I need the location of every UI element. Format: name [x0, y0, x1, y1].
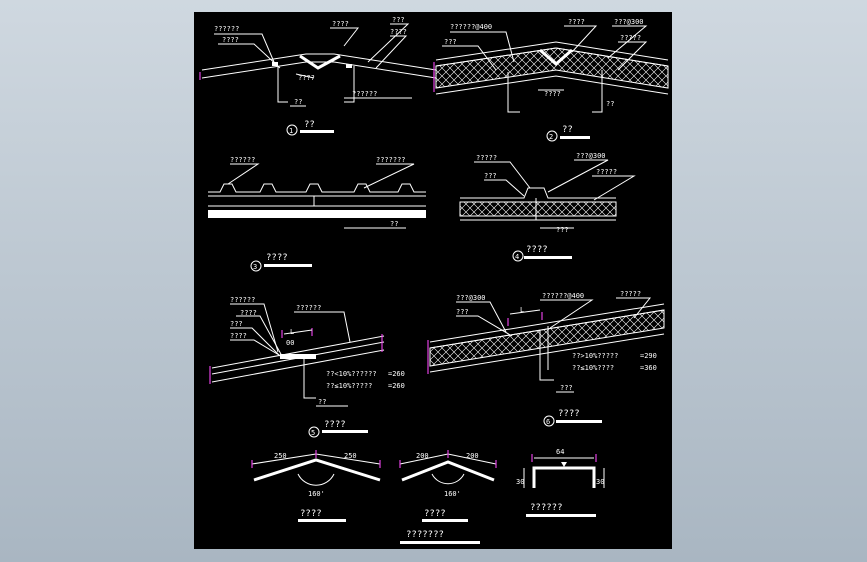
label: ????: [230, 332, 247, 340]
label: ??: [318, 398, 326, 406]
label: ??: [294, 98, 302, 106]
panel-title: ????: [266, 253, 288, 263]
label: L: [520, 306, 524, 314]
drawing-sheet: ?????? ???? ???? ??? ???? ???? ?????? ??…: [194, 12, 672, 549]
label: ????: [222, 36, 239, 44]
row-value: =260: [388, 382, 405, 390]
label: ????: [332, 20, 349, 28]
label: ???: [556, 226, 569, 234]
label: ??????@400: [450, 23, 492, 31]
label: ???@300: [456, 294, 486, 302]
label: ???: [230, 320, 243, 328]
label: ???: [392, 16, 405, 24]
label: ???: [444, 38, 457, 46]
dimension: 200: [416, 452, 429, 460]
angle: 160': [444, 490, 461, 498]
label: ???@300: [614, 18, 644, 26]
row-text: ??<10%??????: [326, 370, 377, 378]
cad-drawing: ?????? ???? ???? ??? ???? ???? ?????? ??…: [199, 16, 669, 544]
panel-6-insulated-end-lap-detail: ???@300 ??????@400 ????? ??? L ??? ??>10…: [427, 290, 665, 427]
panel-5-end-lap-detail: ?????? ?????? ???? ??? ???? L 00 ?? ??<1…: [209, 296, 405, 438]
label: ?????: [620, 290, 641, 298]
label: ???@300: [576, 152, 606, 160]
detail-ridge-cap-200: 200 200 160' ????: [399, 450, 497, 522]
panel-number: 4: [515, 253, 519, 261]
angle: 160': [308, 490, 325, 498]
label: ???: [484, 172, 497, 180]
dimension: 30: [516, 478, 524, 486]
panel-3-side-lap-detail: ?????? ??????? ?? 3 ????: [208, 156, 426, 272]
dimension: 250: [344, 452, 357, 460]
panel-1-ridge-detail: ?????? ???? ???? ??? ???? ???? ?????? ??…: [199, 16, 437, 136]
sheet-title-block: ???????: [400, 530, 480, 544]
label: ??: [606, 100, 614, 108]
detail-title: ??????: [530, 503, 563, 513]
label: ??????: [296, 304, 321, 312]
row-value: =290: [640, 352, 657, 360]
dimension: 200: [466, 452, 479, 460]
label: ?????: [596, 168, 617, 176]
row-value: =360: [640, 364, 657, 372]
label: ??????: [230, 156, 255, 164]
row-text: ??>10%?????: [572, 352, 618, 360]
dimension: 30: [596, 478, 604, 486]
panel-number: 5: [311, 429, 315, 437]
sheet-title: ???????: [406, 530, 444, 540]
dimension: 250: [274, 452, 287, 460]
label: ????: [298, 74, 315, 82]
row-text: ??≤10%????: [572, 364, 614, 372]
label: L: [290, 328, 294, 336]
detail-channel-64x30: 64 30 30 ??????: [516, 448, 605, 517]
panel-number: 1: [289, 127, 293, 135]
label: ???: [560, 384, 573, 392]
panel-2-insulated-ridge-detail: ??????@400 ???? ???@300 ??? ????? ???? ?…: [433, 18, 669, 142]
panel-number: 2: [549, 133, 553, 141]
label: ??????: [230, 296, 255, 304]
dimension: 64: [556, 448, 564, 456]
label: ????: [568, 18, 585, 26]
detail-title: ????: [300, 509, 322, 519]
label: ??: [390, 220, 398, 228]
label: ?????: [620, 34, 641, 42]
label: ??????@400: [542, 292, 584, 300]
detail-title: ????: [424, 509, 446, 519]
panel-number: 6: [546, 418, 550, 426]
label: ????: [240, 309, 257, 317]
panel-title: ????: [526, 245, 548, 255]
label: ??????: [214, 25, 239, 33]
detail-ridge-cap-250: 250 250 160' ????: [251, 450, 381, 522]
row-text: ??≤10%?????: [326, 382, 372, 390]
label: ??????: [352, 90, 377, 98]
label: ???????: [376, 156, 406, 164]
panel-title: ????: [558, 409, 580, 419]
label: ????: [544, 90, 561, 98]
label: ?????: [476, 154, 497, 162]
label: ???: [456, 308, 469, 316]
label: 00: [286, 339, 294, 347]
row-value: =260: [388, 370, 405, 378]
panel-title: ????: [324, 420, 346, 430]
panel-title: ??: [304, 120, 315, 130]
label: ????: [390, 28, 407, 36]
panel-title: ??: [562, 125, 573, 135]
panel-4-insulated-side-lap-detail: ????? ???@300 ??? ????? ??? 4 ????: [459, 152, 636, 262]
panel-number: 3: [253, 263, 257, 271]
